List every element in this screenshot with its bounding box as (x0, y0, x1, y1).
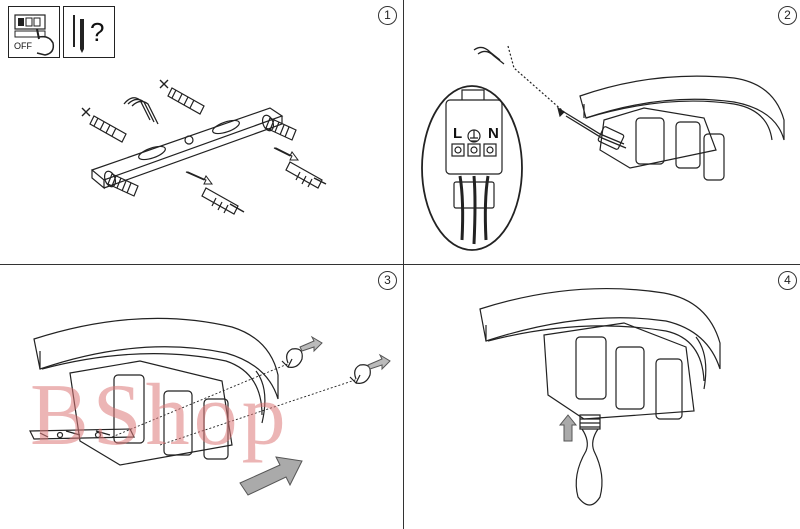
bracket-assembly-drawing (0, 0, 403, 264)
step-4-panel: 4 (404, 265, 800, 529)
ceiling-lamp-icon (480, 289, 720, 369)
ceiling-lamp-icon (580, 76, 784, 140)
bulb-insert-drawing (404, 265, 800, 529)
arrow-icon (274, 148, 298, 160)
step-3-panel: 3 (0, 265, 403, 529)
terminal-label-l: L (453, 125, 462, 142)
terminal-block-icon (446, 90, 502, 244)
bulb-icon (576, 415, 602, 505)
wiring-drawing (404, 0, 800, 264)
step-2-panel: 2 (404, 0, 800, 264)
step-1-panel: 1 OFF ? (0, 0, 403, 264)
cable-icon (474, 47, 504, 64)
wall-plug-icon (82, 80, 204, 142)
terminal-label-n: N (488, 125, 499, 142)
arrow-icon (300, 337, 322, 351)
arrow-icon (560, 415, 576, 441)
cable-icon (124, 98, 158, 124)
watermark: BShop (30, 365, 290, 466)
